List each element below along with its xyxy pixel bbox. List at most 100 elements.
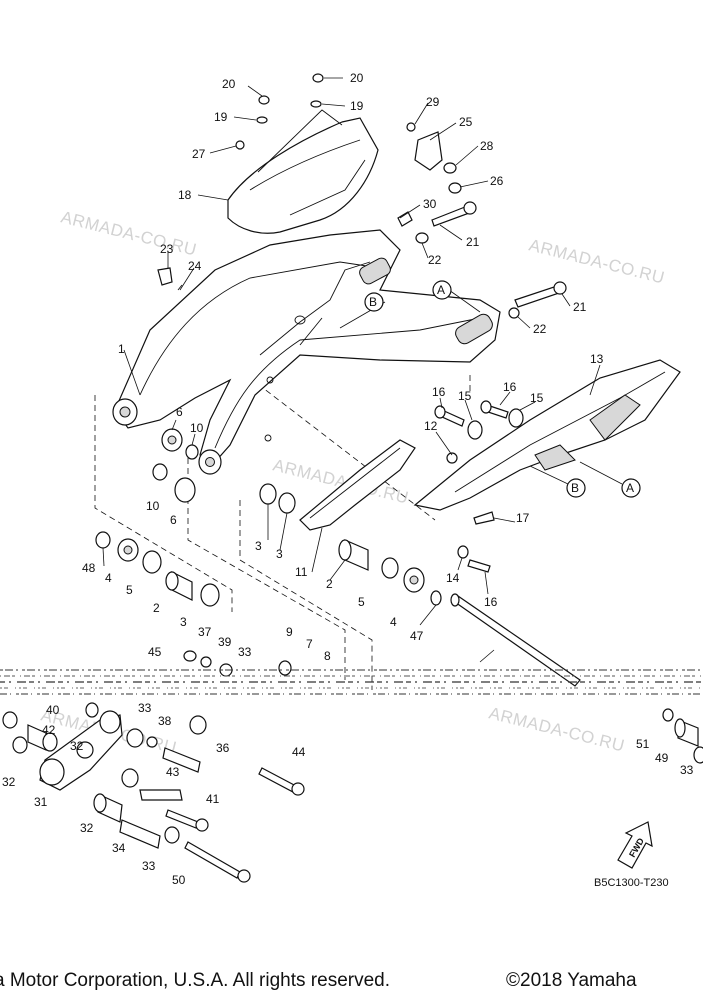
marker-circle [566,478,586,498]
callout: 2 [326,577,333,591]
callout: 18 [178,188,192,202]
callout: 22 [428,253,442,267]
forward-arrow: FWD [617,821,653,869]
callout: 38 [158,714,172,728]
callout: 10 [146,499,160,513]
callout: 22 [533,322,547,336]
callout: 9 [286,625,293,639]
callout: 16 [432,385,446,399]
copyright-footer: a Motor Corporation, U.S.A. All rights r… [0,966,703,1000]
callout: 34 [112,841,126,855]
callout: 33 [138,701,152,715]
callout: 32 [70,739,84,753]
callout: 19 [350,99,364,113]
fasteners-top [157,73,567,319]
dashed-line [94,395,233,612]
callout: 15 [530,391,544,405]
callout: 33 [680,763,694,777]
callout: 17 [516,511,530,525]
callout: 32 [80,821,94,835]
callout: 2 [153,601,160,615]
callout: 39 [218,635,232,649]
callout: 25 [459,115,473,129]
callout: 36 [216,741,230,755]
callout: 32 [2,775,16,789]
callout: 4 [390,615,397,629]
callout: 20 [350,71,364,85]
bushing-stack-right [662,708,703,764]
callout: 51 [636,737,650,751]
copyright-right: ©2018 Yamaha [506,970,637,991]
callout: 15 [458,389,472,403]
callout: 41 [206,792,220,806]
callout: 47 [410,629,424,643]
chain-guard-top [227,109,379,234]
callout: 24 [188,259,202,273]
marker-circle [432,280,452,300]
watermark: ARMADA-CO.RU [59,207,199,259]
callout: 49 [655,751,669,765]
part-code: B5C1300-T230 [594,877,669,889]
scan-noise-band [0,669,703,695]
bushing-stack-left [95,428,220,607]
marker-circle [364,292,384,312]
callout: 44 [292,745,306,759]
callout: 5 [126,583,133,597]
callout: 33 [238,645,252,659]
marker-label: A [626,481,634,495]
fasteners-right [434,400,524,573]
callout: 26 [490,174,504,188]
callout: 28 [480,139,494,153]
callout: 27 [192,147,206,161]
callout: 5 [358,595,365,609]
callout: 10 [190,421,204,435]
marker-label: A [437,283,445,297]
callout: 16 [503,380,517,394]
link-assembly [2,650,305,883]
watermark: ARMADA-CO.RU [487,703,627,755]
marker-circle [621,478,641,498]
callout: 16 [484,595,498,609]
marker-label: B [571,481,579,495]
callout: 4 [105,571,112,585]
callout: 19 [214,110,228,124]
callout: 21 [573,300,587,314]
callout: 23 [160,242,174,256]
callout-labels: 20 20 19 19 29 25 27 28 26 18 30 21 22 2… [2,71,694,887]
callout: 14 [446,571,460,585]
callout: 3 [276,547,283,561]
callout: 1 [118,342,125,356]
chain-guard-lower [413,359,681,511]
callout: 37 [198,625,212,639]
callout: 3 [180,615,187,629]
callout: 20 [222,77,236,91]
callout: 12 [424,419,438,433]
callout: 29 [426,95,440,109]
callout: 42 [42,723,56,737]
callout: 21 [466,235,480,249]
callout: 6 [176,405,183,419]
center-bearings [259,483,469,606]
chain-slider [299,439,416,531]
callout: 50 [172,873,186,887]
callout: 11 [295,565,308,579]
callout: 43 [166,765,180,779]
callout: 33 [142,859,156,873]
marker-label: B [369,295,377,309]
reference-markers: A B B A [364,280,641,498]
callout: 8 [324,649,331,663]
callout: 48 [82,561,96,575]
leader-lines [102,77,623,663]
callout: 13 [590,352,604,366]
dashed-line [249,377,436,521]
copyright-left: a Motor Corporation, U.S.A. All rights r… [0,970,390,991]
callout: 31 [34,795,48,809]
watermark: ARMADA-CO.RU [527,235,667,287]
dashed-line [239,500,373,690]
callout: 3 [255,539,262,553]
callout: 40 [46,703,60,717]
callout: 45 [148,645,162,659]
swingarm-body [112,229,501,475]
